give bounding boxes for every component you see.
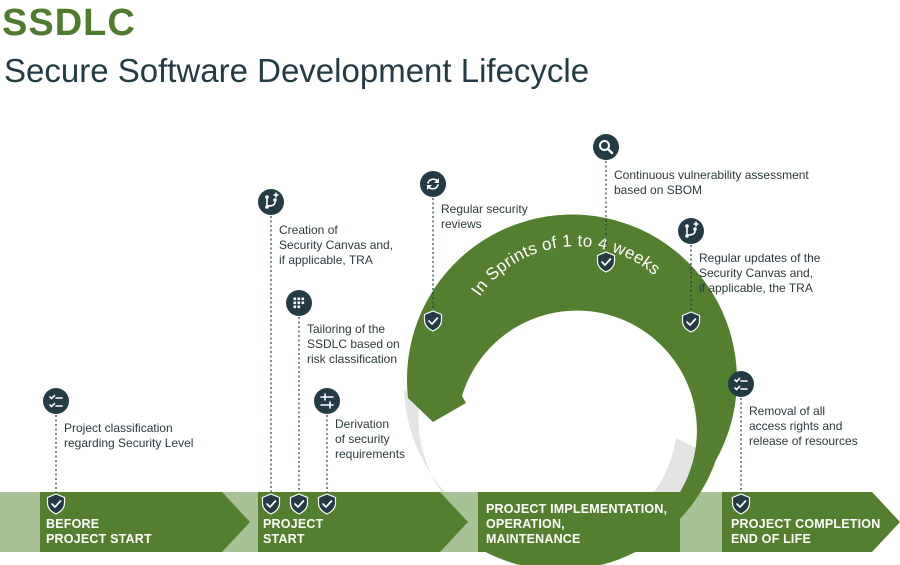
stage-arrow-start xyxy=(258,492,468,552)
page-subtitle: Secure Software Development Lifecycle xyxy=(4,52,590,89)
shield-check-icon xyxy=(596,251,616,273)
shield-check-icon xyxy=(289,493,309,515)
checklist-icon xyxy=(728,371,754,397)
page-title: SSDLC xyxy=(2,2,136,44)
stage-label-implementation: PROJECT IMPLEMENTATION, OPERATION, MAINT… xyxy=(486,502,671,546)
sliders-icon xyxy=(314,388,340,414)
grid-pattern-icon xyxy=(286,290,312,316)
stage-arrow-completion xyxy=(722,492,900,552)
shield-check-icon xyxy=(423,310,443,332)
search-icon xyxy=(593,134,619,160)
shield-check-icon xyxy=(261,493,281,515)
stage-label-completion: PROJECT COMPLETION END OF LIFE xyxy=(731,517,884,546)
refresh-icon xyxy=(420,171,446,197)
git-branch-icon xyxy=(678,218,704,244)
checklist-icon xyxy=(43,388,69,414)
stage-arrow-before xyxy=(40,492,250,552)
git-branch-icon xyxy=(258,189,284,215)
shield-check-icon xyxy=(46,493,66,515)
shield-check-icon xyxy=(317,493,337,515)
stage-background-before xyxy=(0,492,40,552)
sprint-cycle-ring xyxy=(406,214,737,565)
stage-label-start: PROJECT START xyxy=(263,517,327,546)
stage-label-before: BEFORE PROJECT START xyxy=(46,517,152,546)
shield-check-icon xyxy=(731,493,751,515)
shield-check-icon xyxy=(681,311,701,333)
